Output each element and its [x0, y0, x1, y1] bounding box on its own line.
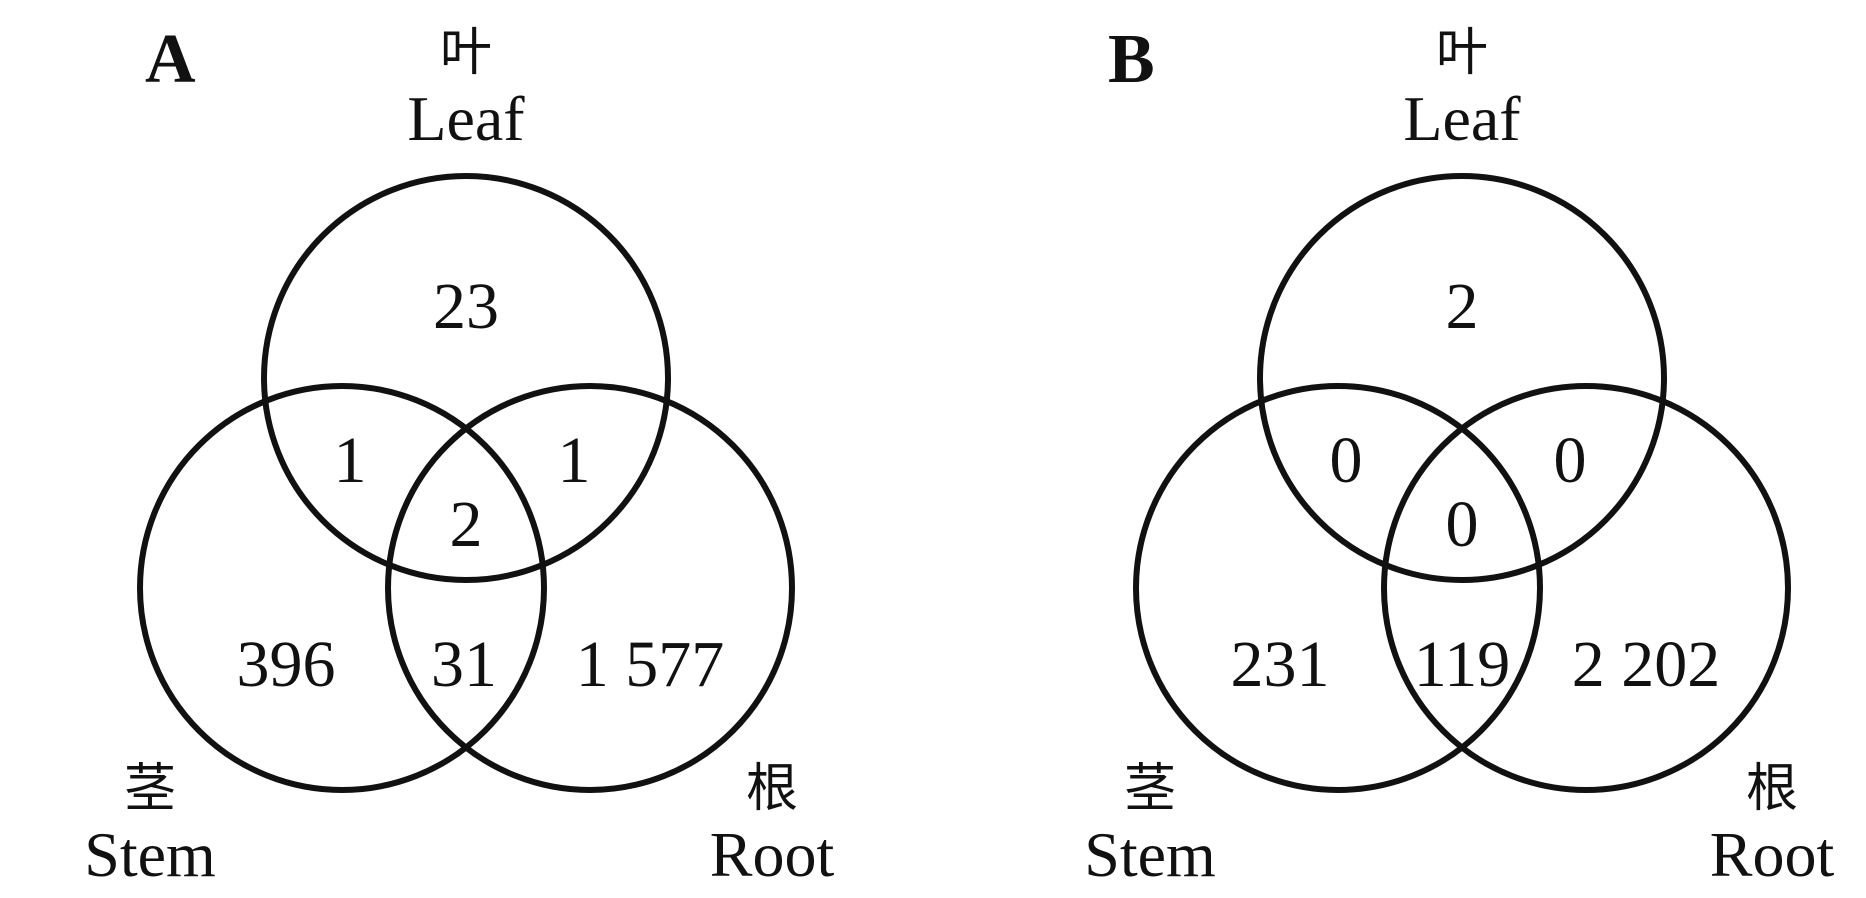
- stem-only-count: 231: [1231, 628, 1330, 701]
- stem-label-en: Stem: [1084, 819, 1216, 890]
- leaf-label-en: Leaf: [407, 83, 525, 154]
- root-circle: [385, 383, 795, 793]
- stem-label-zh: 茎: [1124, 759, 1176, 819]
- root-only-count: 2 202: [1572, 628, 1721, 701]
- leaf-root-count: 1: [558, 424, 591, 497]
- panel-letter: A: [145, 21, 196, 98]
- stem-only-count: 396: [237, 628, 336, 701]
- leaf-stem-count: 1: [334, 424, 367, 497]
- root-circle: [1381, 383, 1791, 793]
- leaf-only-count: 2: [1446, 270, 1479, 343]
- leaf-root-count: 0: [1554, 424, 1587, 497]
- leaf-label-zh: 叶: [1436, 23, 1488, 83]
- stem-circle: [137, 383, 547, 793]
- leaf-label-zh: 叶: [440, 23, 492, 83]
- stem-circle: [1133, 383, 1543, 793]
- stem-root-count: 31: [431, 628, 497, 701]
- root-label-zh: 根: [1746, 759, 1798, 819]
- root-label-en: Root: [1710, 819, 1835, 890]
- stem-label-zh: 茎: [124, 759, 176, 819]
- root-label-zh: 根: [746, 759, 798, 819]
- leaf-only-count: 23: [433, 270, 499, 343]
- stem-label-en: Stem: [84, 819, 216, 890]
- root-only-count: 1 577: [576, 628, 725, 701]
- all-three-count: 2: [450, 488, 483, 561]
- leaf-circle: [1257, 173, 1667, 583]
- leaf-circle: [261, 173, 671, 583]
- leaf-label-en: Leaf: [1403, 83, 1521, 154]
- venn-panel-a: A 叶 Leaf 23 1 1 2 396 31 1 577 茎 Stem 根 …: [84, 21, 834, 890]
- root-label-en: Root: [710, 819, 835, 890]
- leaf-stem-count: 0: [1330, 424, 1363, 497]
- venn-panel-b: B 叶 Leaf 2 0 0 0 231 119 2 202 茎 Stem 根 …: [1084, 21, 1834, 890]
- all-three-count: 0: [1446, 488, 1479, 561]
- panel-letter: B: [1108, 21, 1155, 98]
- stem-root-count: 119: [1414, 628, 1511, 701]
